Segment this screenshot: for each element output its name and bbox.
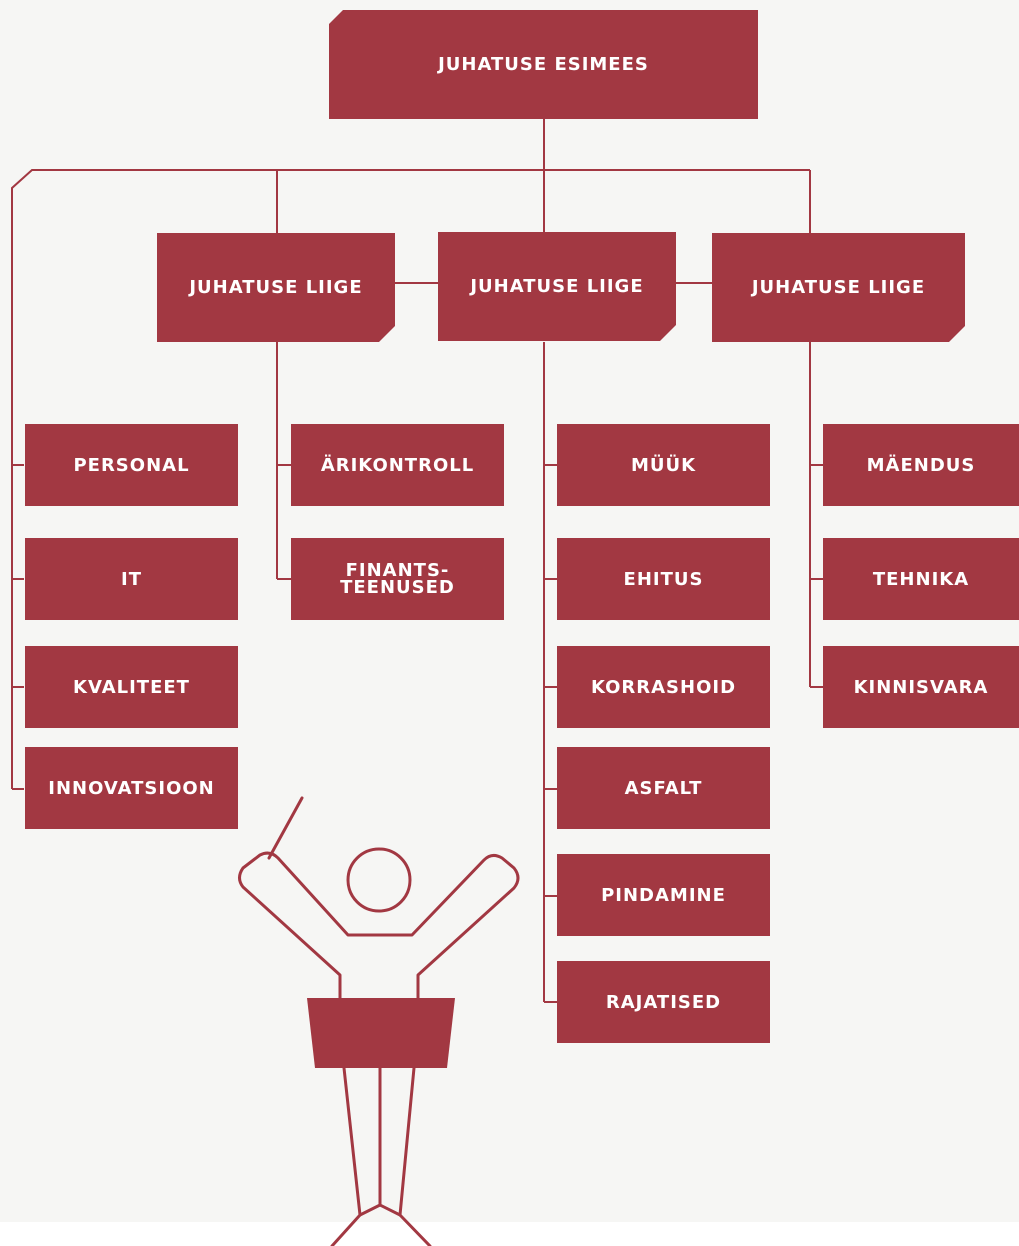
member-box-1: JUHATUSE LIIGE <box>157 233 395 342</box>
department-label: KVALITEET <box>73 676 190 698</box>
department-label: TEHNIKA <box>872 568 970 590</box>
member-label: JUHATUSE LIIGE <box>470 276 644 297</box>
department-label: RAJATISED <box>605 991 722 1013</box>
member-box-3: JUHATUSE LIIGE <box>712 233 965 342</box>
department-label: PINDAMINE <box>601 884 726 906</box>
department-label: KINNISVARA <box>853 676 989 698</box>
department-box: ÄRIKONTROLL <box>291 424 504 506</box>
department-box: KINNISVARA <box>823 646 1019 728</box>
department-box: MÄENDUS <box>823 424 1019 506</box>
department-box: MÜÜK <box>557 424 770 506</box>
department-label: MÜÜK <box>630 454 697 476</box>
department-label: ÄRIKONTROLL <box>320 454 475 476</box>
left-leg <box>330 1066 362 1246</box>
department-box: PINDAMINE <box>557 854 770 936</box>
department-box: KVALITEET <box>25 646 238 728</box>
member-box-2: JUHATUSE LIIGE <box>438 232 676 341</box>
right-leg <box>398 1066 432 1246</box>
head-icon <box>346 847 412 913</box>
department-box: PERSONAL <box>25 424 238 506</box>
department-box: INNOVATSIOON <box>25 747 238 829</box>
body-outline <box>238 851 520 1000</box>
department-label: FINANTS- TEENUSED <box>340 560 455 598</box>
department-box: TEHNIKA <box>823 538 1019 620</box>
department-label: MÄENDUS <box>866 454 976 476</box>
department-box: KORRASHOID <box>557 646 770 728</box>
department-box: EHITUS <box>557 538 770 620</box>
member-label: JUHATUSE LIIGE <box>189 277 363 298</box>
department-box: RAJATISED <box>557 961 770 1043</box>
member-label: JUHATUSE LIIGE <box>751 277 926 298</box>
department-label: KORRASHOID <box>590 676 737 698</box>
department-box: IT <box>25 538 238 620</box>
podium-shape <box>307 998 455 1068</box>
department-label: EHITUS <box>623 568 704 590</box>
department-label: INNOVATSIOON <box>48 777 215 799</box>
department-label: ASFALT <box>624 777 703 799</box>
chair-label: JUHATUSE ESIMEES <box>438 54 649 75</box>
department-label: PERSONAL <box>73 454 190 476</box>
department-box: FINANTS- TEENUSED <box>291 538 504 620</box>
chair-box: JUHATUSE ESIMEES <box>329 10 758 119</box>
department-label: IT <box>121 568 142 590</box>
baton-icon <box>267 796 304 860</box>
department-box: ASFALT <box>557 747 770 829</box>
